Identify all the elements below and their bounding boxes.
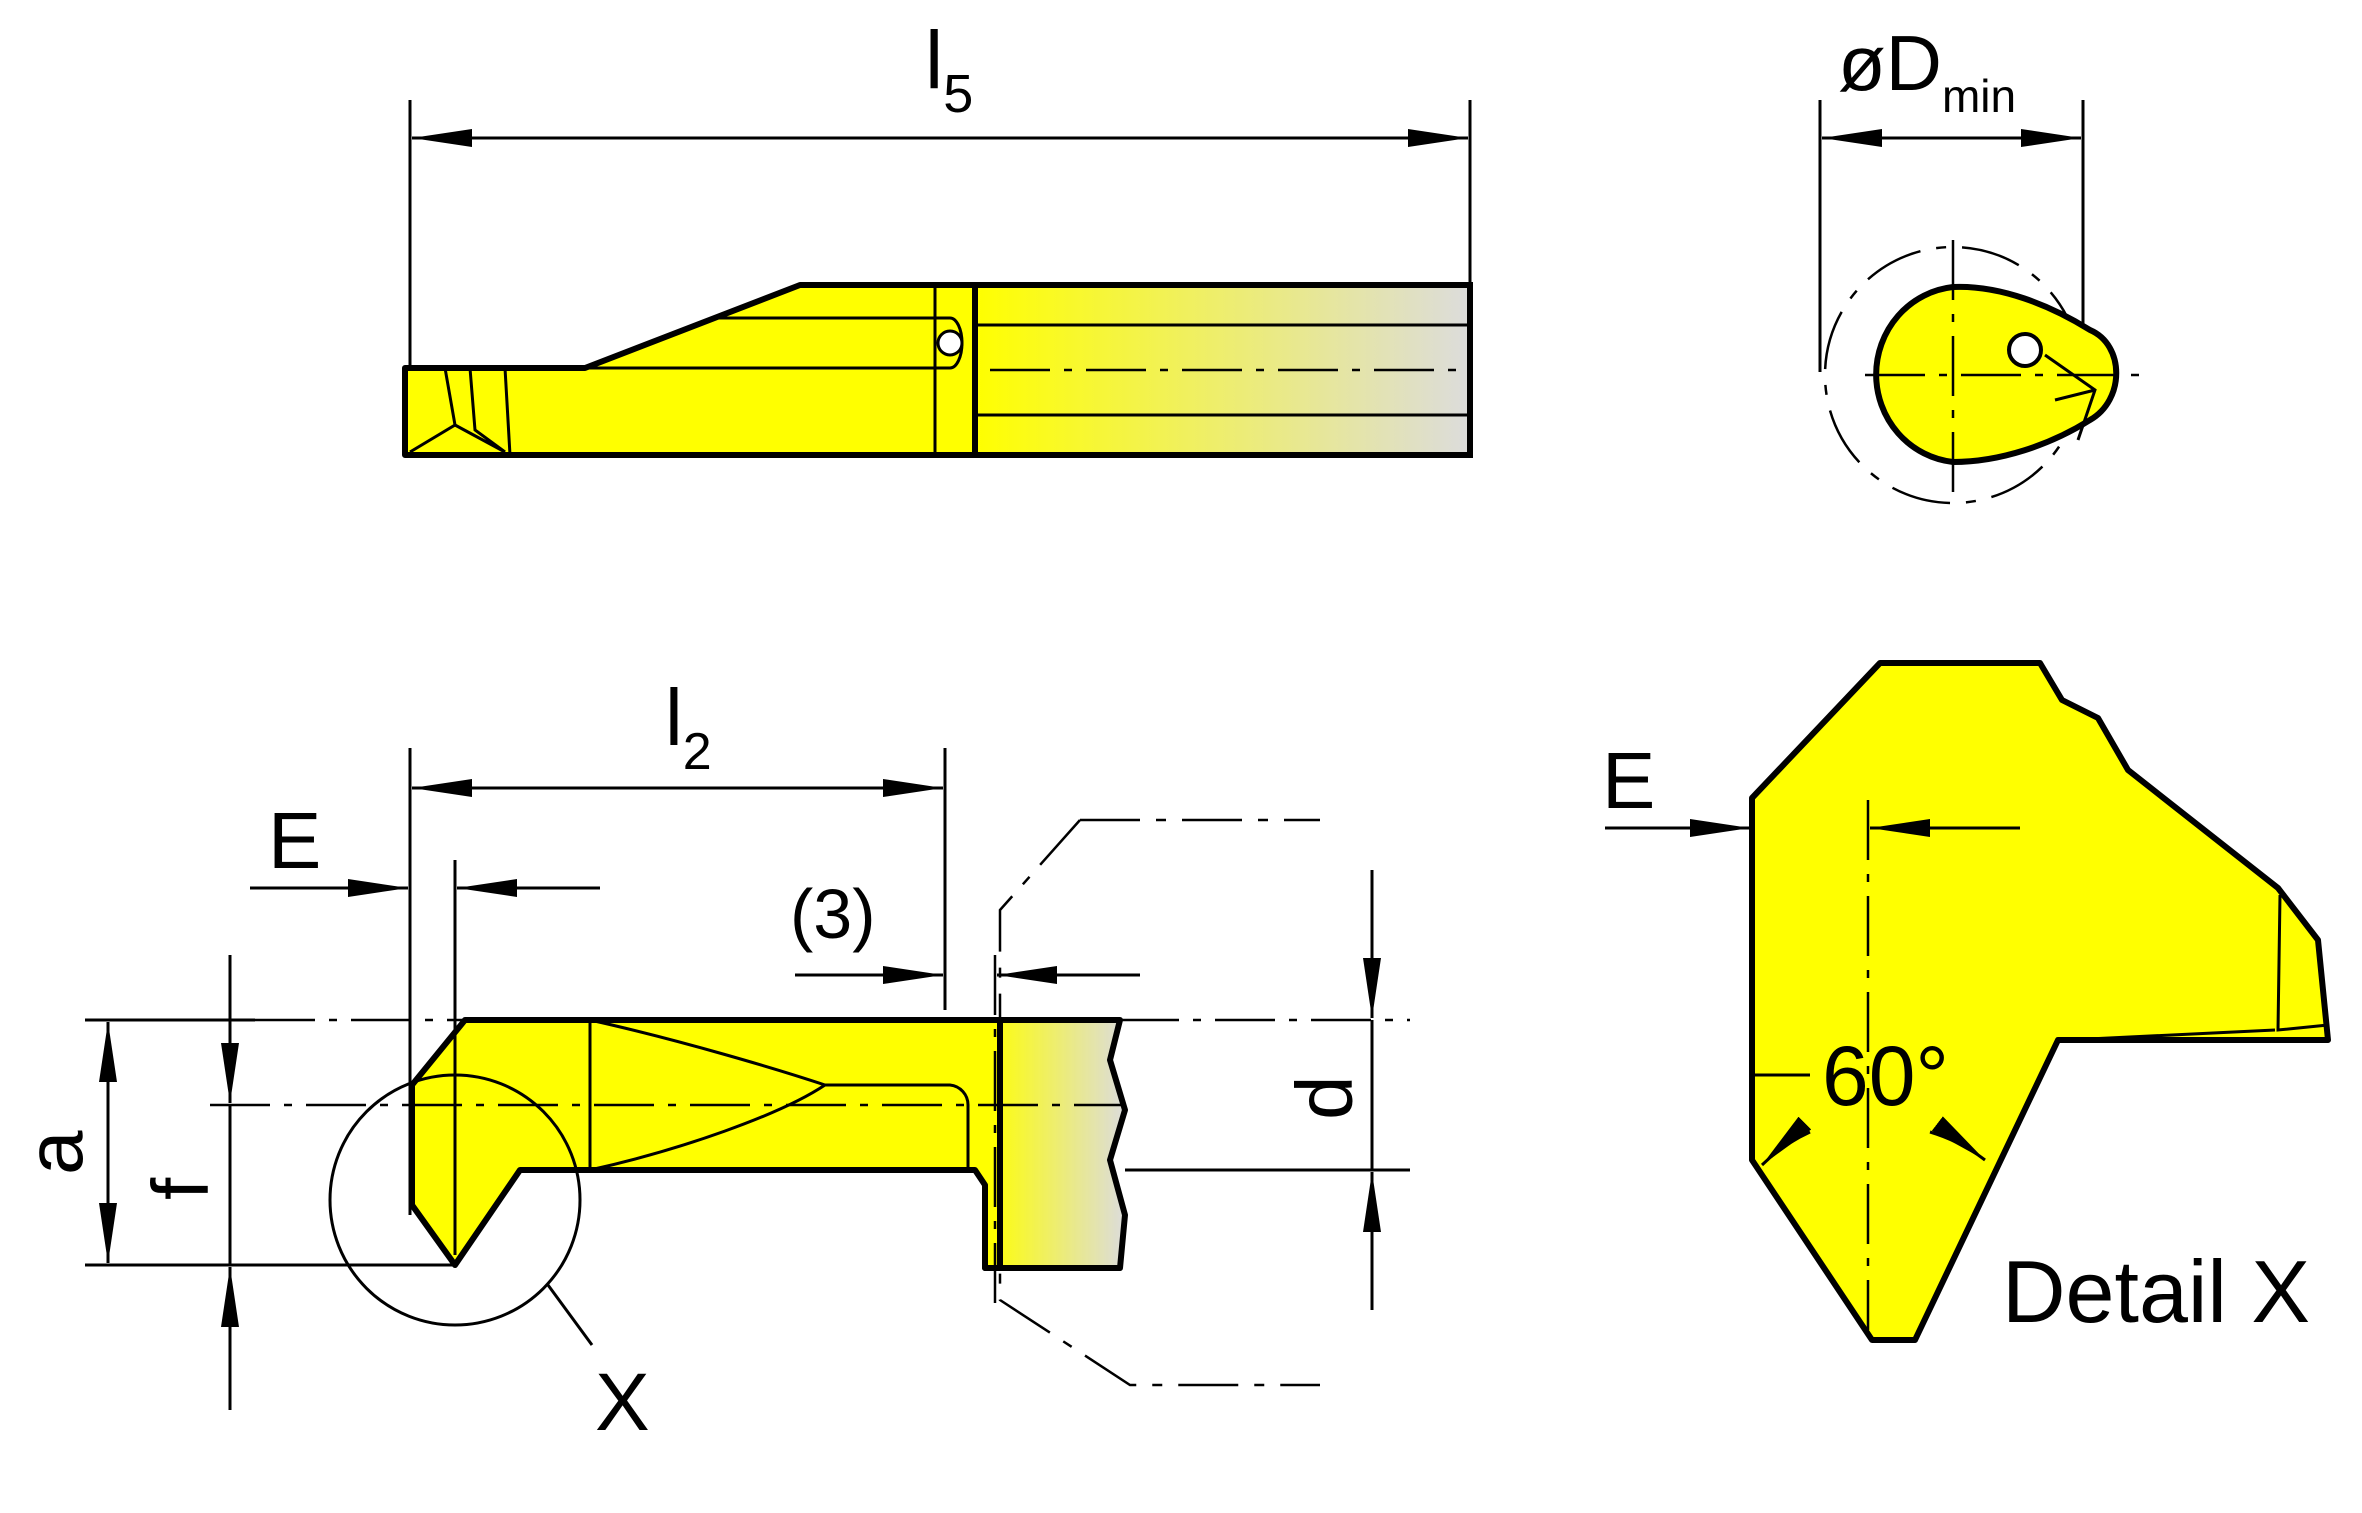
- insert-body-top-view: [402, 282, 978, 458]
- end-view: øDmin: [1818, 19, 2140, 505]
- side-coolant-channel: [825, 1083, 970, 1170]
- shank-side-view: [982, 1017, 1128, 1271]
- l2-label: l2: [665, 673, 712, 781]
- chip-flute: [588, 1018, 829, 1172]
- holder-phantom-outline: [998, 818, 1320, 1387]
- detail-x-circle: [328, 1073, 582, 1327]
- e-detail-label: E: [1602, 736, 1655, 825]
- coolant-hole-icon: [2007, 332, 2043, 368]
- e-side-label: E: [268, 796, 321, 885]
- x-label: X: [595, 1357, 650, 1448]
- f-label: f: [136, 1177, 225, 1200]
- insert-side-view: [409, 1017, 1003, 1271]
- dmin-label: øDmin: [1838, 19, 2016, 122]
- tip-facets: [409, 367, 512, 456]
- detail-title: Detail X: [2002, 1242, 2310, 1341]
- angle-arc-right: [1929, 1116, 1986, 1162]
- detail-x-view: E 60° Detail X: [1602, 660, 2331, 1343]
- detail-insert-tip: [1749, 660, 2331, 1343]
- coolant-outlet-icon: [936, 329, 964, 357]
- side-view: l2 E (3) a f d X: [10, 673, 1410, 1448]
- insert-end-facets: [2044, 353, 2097, 441]
- l5-label: l5: [925, 15, 973, 124]
- detail-land-facets: [2067, 894, 2329, 1042]
- a-label: a: [10, 1130, 99, 1175]
- detail-x-leader: [546, 1284, 594, 1346]
- angle-label: 60°: [1822, 1029, 1949, 1123]
- three-label: (3): [790, 875, 876, 953]
- angle-arc-left: [1760, 1116, 1812, 1167]
- top-view: l5: [402, 15, 1473, 458]
- d-label: d: [1280, 1076, 1369, 1121]
